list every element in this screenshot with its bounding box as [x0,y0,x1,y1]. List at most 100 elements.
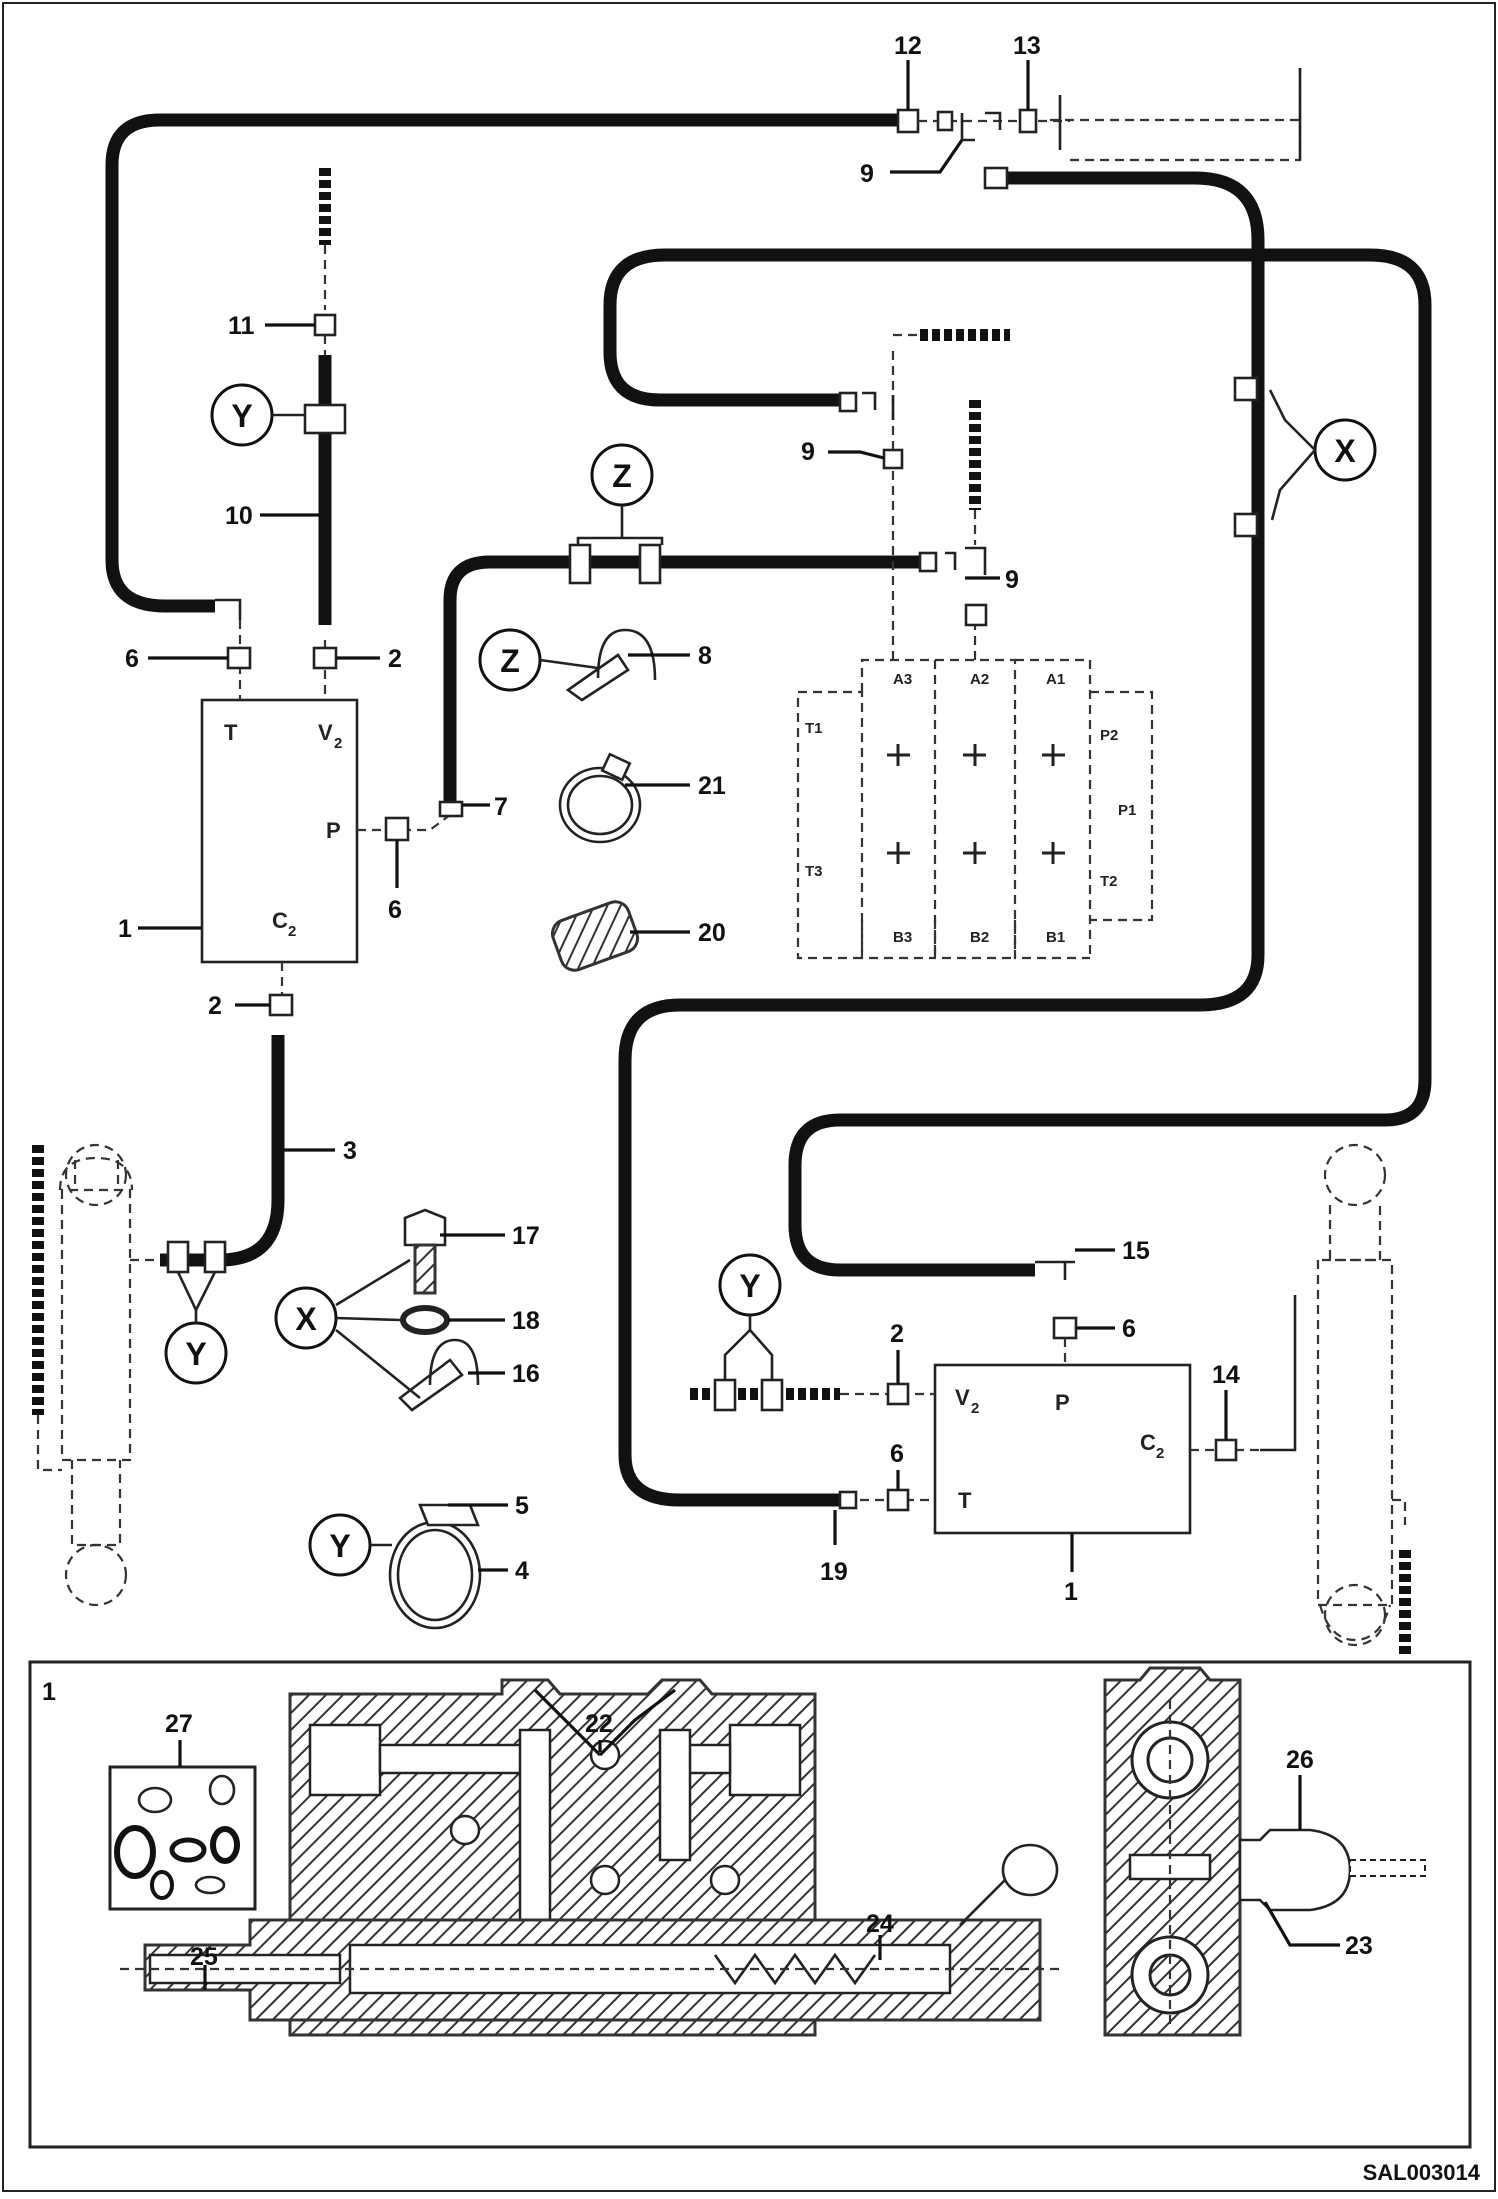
inset-panel: 1 [28,1660,1472,2149]
callout-11: 11 [228,312,255,340]
port-p1: P1 [1118,802,1136,819]
callout-6-p: 6 [388,896,402,924]
port-c2-sub: 2 [288,923,296,940]
port-p2: P2 [1100,727,1118,744]
valve-cap-26 [1238,1828,1352,1912]
port-t3: T3 [805,863,823,880]
z-clamp-b [638,543,662,585]
part-17-bolt-shank [413,1243,437,1295]
callout-9-block: 9 [1005,566,1019,594]
callout-2-right: 2 [890,1320,904,1348]
port-a2: A2 [970,671,989,688]
port-t-label: T [224,720,238,745]
fitting-2-top [312,646,338,670]
callout-leaders [138,60,1228,1572]
valve-1-top [200,698,359,964]
fitting-2-lower-right [886,1382,910,1406]
hose-7 [443,555,920,805]
callout-14: 14 [1212,1361,1240,1389]
callout-24: 24 [866,1910,894,1938]
callout-21: 21 [698,772,726,800]
fitting-11 [313,313,337,337]
callout-16: 16 [512,1360,540,1388]
callout-5: 5 [515,1492,529,1520]
port-t-lower: T [958,1488,972,1513]
svg-text:Y: Y [739,1268,760,1304]
svg-text:Z: Z [500,643,520,679]
seal-kit-box [108,1765,257,1911]
spool-spring [713,1952,877,1986]
svg-text:2: 2 [1156,1445,1164,1462]
port-b1: B1 [1046,929,1065,946]
svg-text:2: 2 [971,1400,979,1417]
fitting-6-top [226,646,252,670]
fitting-9-mid [882,448,904,470]
port-p-lower: P [1055,1390,1070,1415]
port-v2-lower: V [955,1385,970,1410]
inset-label: 1 [42,1678,56,1706]
top-fittings [896,68,1302,190]
right-cylinder [1316,1143,1411,1655]
cylinder-eye-top-right [1323,1143,1387,1207]
callout-13: 13 [1013,32,1041,60]
svg-text:X: X [1334,433,1356,469]
cylinder-eye-bottom-right [1323,1583,1387,1647]
callout-17: 17 [512,1222,540,1250]
port-v2-label: V [318,720,333,745]
fitting-12 [896,108,920,134]
callout-23: 23 [1345,1932,1373,1960]
callout-6-top: 6 [125,645,139,673]
hose-s-15 [603,248,1432,1277]
part-20-sleeve [550,900,640,972]
svg-text:X: X [295,1301,317,1337]
callout-18: 18 [512,1307,540,1335]
callout-26: 26 [1286,1746,1314,1774]
part-18-washer [400,1305,450,1335]
z-clamp-a [568,543,592,585]
port-v2-sub: 2 [334,735,342,752]
port-a3: A3 [893,671,912,688]
callout-10: 10 [225,502,253,530]
part-21-ring [558,766,642,844]
callout-1-lower: 1 [1064,1578,1078,1606]
cylinder-eye-top [64,1143,128,1207]
port-b3: B3 [893,929,912,946]
fitting-14 [1214,1438,1238,1462]
left-valve-assembly: T V 2 P C 2 [200,168,464,1017]
port-t1: T1 [805,720,823,737]
callout-numbers: 12 13 9 11 10 6 2 7 6 1 2 3 9 9 8 21 20 … [118,32,1240,1606]
callout-15: 15 [1122,1237,1150,1265]
callout-8: 8 [698,642,712,670]
callout-9-mid: 9 [801,438,815,466]
clamp-y-top [303,403,347,435]
part-17-bolt-head [403,1208,447,1247]
left-cylinder [32,1143,227,1607]
valve-1-lower [933,1363,1192,1535]
fitting-13 [1018,108,1038,134]
callout-22: 22 [585,1710,613,1738]
callout-19: 19 [820,1558,848,1586]
port-p-label: P [326,818,341,843]
hose-3 [160,1035,285,1267]
fitting-9-top [983,166,1009,190]
right-valve-assembly: V 2 P C 2 T [690,1260,1297,1535]
hose-top-left [105,113,905,613]
callout-3: 3 [343,1137,357,1165]
svg-text:Y: Y [231,398,252,434]
control-valve-block: A3 A2 A1 B3 B2 B1 T1 T3 P2 P1 T2 [796,329,1154,960]
callout-2-lower: 2 [208,992,222,1020]
document-code: SAL003014 [1363,2160,1481,2185]
fitting-2-lower [268,993,294,1017]
fitting-6-lower [1052,1316,1078,1340]
callout-2-top: 2 [388,645,402,673]
cylinder-eye-bottom [64,1543,128,1607]
callout-12: 12 [894,32,922,60]
callout-1-top: 1 [118,915,132,943]
svg-text:Y: Y [185,1336,206,1372]
svg-text:Z: Z [612,458,632,494]
fitting-19 [838,1490,858,1510]
callout-27: 27 [165,1710,193,1738]
part-4-clamp [388,1520,482,1630]
